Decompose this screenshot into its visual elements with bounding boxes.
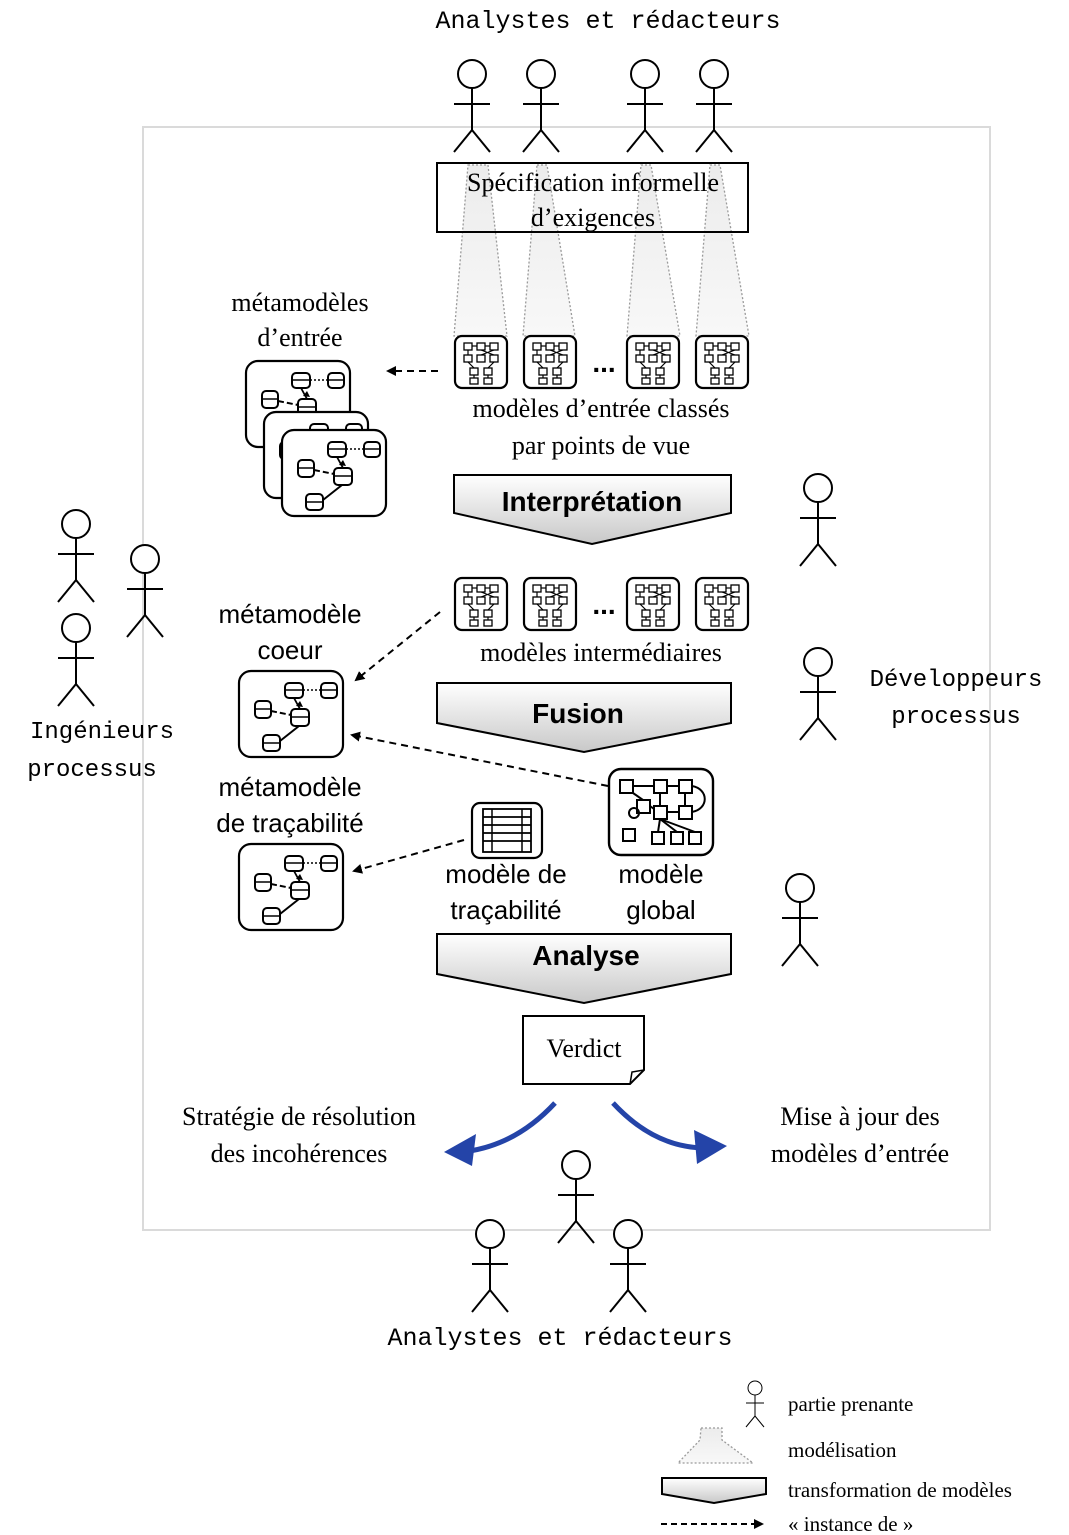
engineers-line1: Ingénieurs	[30, 719, 174, 746]
actors-developers	[781, 473, 837, 967]
spec-box	[436, 162, 749, 233]
trace-model-line1: modèle de	[445, 859, 566, 889]
intermediate-ellipsis: ...	[592, 589, 615, 620]
analysts-top-label: Analystes et rédacteurs	[435, 7, 780, 36]
trace-model-line2: traçabilité	[450, 895, 561, 925]
spec-line2: d’exigences	[531, 203, 655, 232]
arrow-to-strategy	[444, 1101, 557, 1166]
trace-metamodel-icon	[237, 842, 345, 932]
arrow-to-update	[611, 1101, 727, 1164]
engineers-line2: processus	[27, 757, 157, 784]
interpretation-label: Interprétation	[502, 486, 682, 517]
strategy-line1: Stratégie de résolution	[182, 1102, 416, 1131]
step-interpretation: Interprétation	[453, 474, 732, 546]
input-metamodels-icon	[244, 359, 388, 518]
input-models-line1: modèles d’entrée classés	[472, 394, 729, 423]
step-fusion: Fusion	[436, 682, 732, 754]
global-model-line1: modèle	[618, 859, 703, 889]
global-model-line2: global	[626, 895, 695, 925]
step-analysis: Analyse	[436, 933, 732, 1005]
input-models-line2: par points de vue	[512, 431, 690, 460]
actors-engineers	[57, 509, 164, 707]
trace-model-icon	[470, 801, 544, 860]
actors-analysts-top	[453, 59, 733, 153]
update-line1: Mise à jour des	[780, 1102, 940, 1131]
verdict-label: Verdict	[546, 1034, 622, 1063]
analysis-label: Analyse	[532, 940, 639, 971]
strategy-line2: des incohérences	[211, 1139, 388, 1168]
analysts-bottom-label: Analystes et rédacteurs	[387, 1324, 732, 1353]
developers-line1: Développeurs	[870, 667, 1043, 694]
legend-stakeholder-icon	[745, 1380, 765, 1428]
legend-stakeholder-label: partie prenante	[788, 1392, 913, 1416]
main-frame	[142, 126, 991, 1231]
legend-instance-label: « instance de »	[788, 1512, 913, 1535]
trace-metamodel-line2: de traçabilité	[216, 808, 363, 838]
verdict-document: Verdict	[522, 1015, 645, 1085]
core-metamodel-line1: métamodèle	[218, 599, 361, 629]
global-model-icon	[607, 767, 715, 857]
actors-analysts-bottom	[471, 1150, 647, 1313]
developers-line2: processus	[891, 704, 1021, 731]
legend-transformation-label: transformation de modèles	[788, 1478, 1012, 1502]
input-models-ellipsis: ...	[592, 347, 615, 378]
spec-line1: Spécification informelle	[467, 168, 719, 197]
legend-transformation-icon	[661, 1477, 767, 1505]
intermediate-label: modèles intermédiaires	[480, 638, 722, 667]
update-line2: modèles d’entrée	[771, 1139, 949, 1168]
core-metamodel-icon	[237, 669, 345, 759]
legend-modeling-label: modélisation	[788, 1438, 897, 1462]
modeling-fans	[453, 164, 750, 337]
trace-metamodel-line1: métamodèle	[218, 772, 361, 802]
arrow-intermediate-instance	[354, 611, 441, 682]
core-metamodel-line2: coeur	[257, 635, 322, 665]
fusion-label: Fusion	[532, 698, 624, 729]
legend-modeling-icon	[676, 1427, 755, 1464]
input-metamodels-line1: métamodèles	[231, 288, 368, 317]
input-metamodels-line2: d’entrée	[257, 323, 342, 352]
legend: partie prenante modélisation transformat…	[661, 1380, 1012, 1535]
arrow-global-instance	[350, 731, 609, 787]
